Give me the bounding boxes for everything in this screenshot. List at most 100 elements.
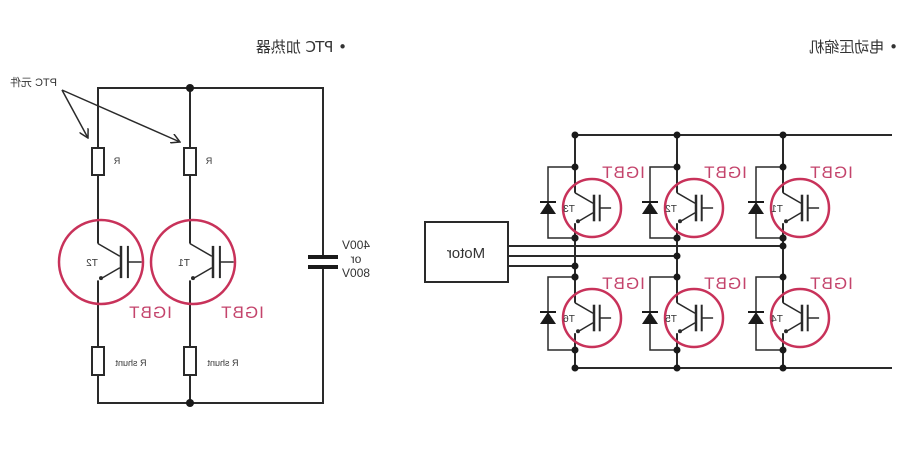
junction-node: [673, 163, 681, 171]
collector-line: [574, 302, 594, 314]
emitter-line: [99, 267, 121, 280]
diode-icon: [540, 202, 556, 214]
junction-node: [571, 346, 579, 354]
wire-gap: [781, 192, 785, 224]
compressor-circuit: • 电动压缩机 Motor T3IGBTT6IGBTT2IGBTT5IGBTT1…: [424, 38, 898, 372]
transistor-label: T5: [665, 314, 677, 325]
igbt-switch: T2 IGBT: [642, 163, 747, 242]
diode-icon: [642, 202, 658, 214]
transistor-label: T1: [178, 258, 190, 269]
junction-node: [673, 364, 681, 372]
junction-node: [571, 364, 579, 372]
igbt-highlight-circle: [149, 218, 237, 306]
igbt-highlight-circle: [769, 287, 831, 349]
voltage-label: or: [351, 252, 362, 266]
junction-node: [571, 163, 579, 171]
igbt-highlight-circle: [561, 287, 623, 349]
junction-node: [779, 364, 787, 372]
emitter-arrow: [576, 329, 580, 334]
transistor-label: T2: [665, 204, 677, 215]
transistor-label: T4: [771, 314, 783, 325]
collector-line: [97, 242, 121, 257]
wire-gap: [188, 243, 192, 281]
collector-line: [574, 192, 594, 204]
wire-gap: [675, 302, 679, 334]
voltage-label: 400V: [342, 238, 370, 252]
igbt-highlight-circle: [663, 287, 725, 349]
igbt-highlight-circle: [663, 177, 725, 239]
wire-gap: [781, 302, 785, 334]
junction-node: [571, 234, 579, 242]
igbt-label: IGBT: [809, 274, 853, 293]
igbt-switch: T5 IGBT: [642, 273, 747, 354]
collector-line: [676, 192, 696, 204]
pointer-arrow: [61, 89, 180, 142]
emitter-arrow: [678, 219, 682, 224]
motor-label: Motor: [447, 245, 485, 262]
voltage-label: 800V: [342, 266, 370, 280]
shunt-label: R shunt: [207, 358, 239, 368]
junction-node: [779, 234, 787, 242]
emitter-arrow: [191, 276, 195, 281]
wire-gap: [573, 192, 577, 224]
transistor-label: T1: [771, 204, 783, 215]
emitter-arrow: [576, 219, 580, 224]
resistor: [91, 147, 105, 176]
ptc-outer-wire: [97, 87, 324, 404]
collector-line: [782, 192, 802, 204]
emitter-arrow: [678, 329, 682, 334]
shunt-label: R shunt: [115, 358, 147, 368]
wire-gap: [675, 192, 679, 224]
junction-node: [673, 131, 681, 139]
emitter-arrow: [784, 329, 788, 334]
transistor-label: T6: [563, 314, 575, 325]
shunt-resistor: [91, 346, 105, 376]
junction-node: [571, 273, 579, 281]
motor-box: [424, 221, 509, 283]
diode-icon: [748, 312, 764, 324]
resistor: [183, 147, 197, 176]
igbt-highlight-circle: [561, 177, 623, 239]
transistor-label: T2: [86, 258, 98, 269]
igbt-label: IGBT: [703, 163, 747, 182]
junction-node: [779, 242, 787, 250]
junction-node: [673, 252, 681, 260]
resistor-label: R: [113, 156, 120, 166]
junction-node: [673, 234, 681, 242]
resistor-label: R: [205, 156, 212, 166]
junction-node: [779, 163, 787, 171]
igbt-label: IGBT: [220, 303, 264, 322]
junction-node: [186, 399, 194, 407]
collector-line: [189, 242, 213, 257]
igbt-label: IGBT: [809, 163, 853, 182]
igbt-label: IGBT: [601, 274, 645, 293]
igbt-label: IGBT: [601, 163, 645, 182]
igbt-highlight-circle: [57, 218, 145, 306]
igbt-switch: T1 IGBT: [748, 163, 853, 242]
junction-node: [779, 346, 787, 354]
emitter-arrow: [784, 219, 788, 224]
junction-node: [673, 273, 681, 281]
igbt-label: IGBT: [703, 274, 747, 293]
transistor-label: T3: [563, 204, 575, 215]
igbt-label: IGBT: [128, 303, 172, 322]
collector-line: [782, 302, 802, 314]
diode-icon: [642, 312, 658, 324]
igbt-highlight-circle: [769, 177, 831, 239]
ptc-element-label: PTC 元件: [10, 76, 57, 89]
shunt-resistor: [183, 346, 197, 376]
diode-icon: [540, 312, 556, 324]
junction-node: [779, 273, 787, 281]
junction-node: [673, 346, 681, 354]
ptc-heater-title: • PTC 加热器: [256, 38, 347, 56]
igbt-switch: T3 IGBT: [540, 163, 645, 242]
compressor-title: • 电动压缩机: [809, 38, 898, 56]
junction-node: [571, 131, 579, 139]
igbt-switch: T4 IGBT: [748, 273, 853, 354]
collector-line: [676, 302, 696, 314]
